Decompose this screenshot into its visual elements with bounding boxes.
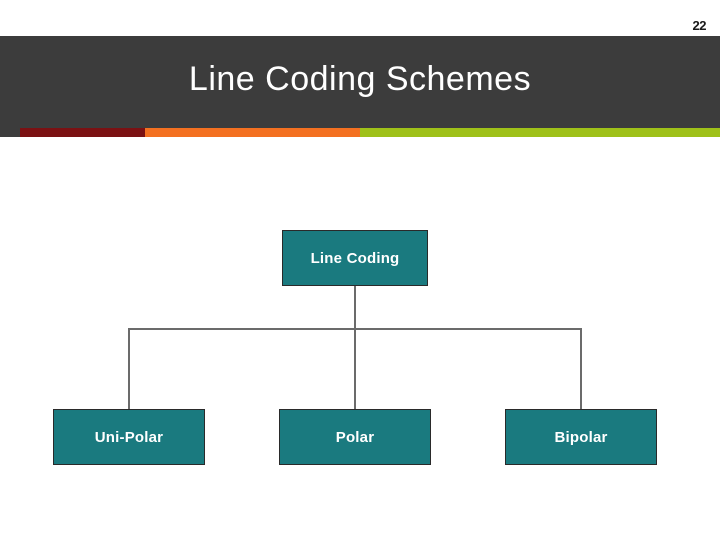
- accent-segment-dark: [0, 128, 20, 137]
- page-number: 22: [692, 18, 707, 33]
- connector-drop-left: [128, 328, 130, 410]
- connector-root-stub: [354, 286, 356, 329]
- header-band: [0, 36, 720, 128]
- node-polar: Polar: [279, 409, 431, 465]
- page-title: Line Coding Schemes: [188, 60, 532, 98]
- node-uni-polar-label: Uni-Polar: [94, 428, 164, 446]
- accent-segment-orange: [145, 128, 360, 137]
- accent-bar: [0, 128, 720, 137]
- connector-drop-right: [580, 328, 582, 410]
- node-line-coding-label: Line Coding: [310, 249, 400, 267]
- node-bipolar: Bipolar: [505, 409, 657, 465]
- node-uni-polar: Uni-Polar: [53, 409, 205, 465]
- accent-segment-maroon: [20, 128, 145, 137]
- connector-drop-middle: [354, 328, 356, 410]
- node-polar-label: Polar: [335, 428, 375, 446]
- node-line-coding: Line Coding: [282, 230, 428, 286]
- accent-segment-green: [360, 128, 720, 137]
- line-coding-hierarchy-diagram: Line Coding Uni-Polar Polar Bipolar: [0, 137, 720, 540]
- node-bipolar-label: Bipolar: [554, 428, 608, 446]
